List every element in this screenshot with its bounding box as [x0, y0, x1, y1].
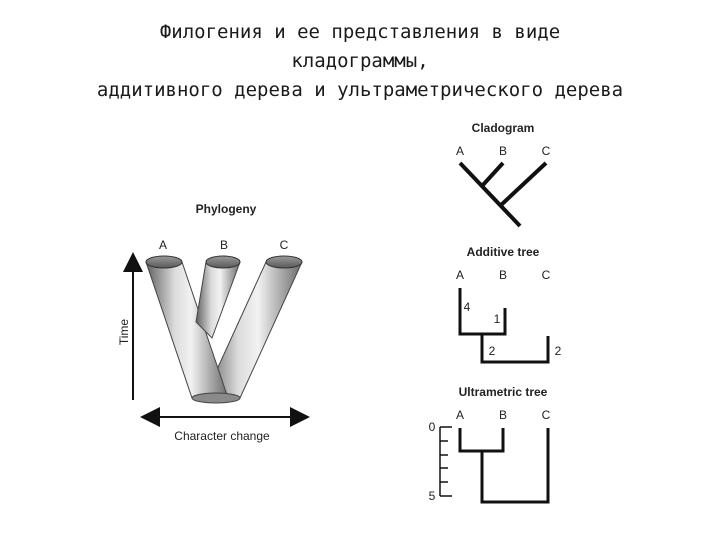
- ultrametric-heading: Ultrametric tree: [459, 385, 548, 399]
- additive-length-a: 4: [464, 300, 471, 314]
- cladogram-panel: Cladogram A B C: [456, 121, 551, 228]
- ultrametric-taxon-a: A: [456, 408, 464, 422]
- ultrametric-tree: [458, 428, 550, 504]
- cladogram-heading: Cladogram: [472, 121, 535, 135]
- ultrametric-tree-panel: Ultrametric tree A B C 0 5: [429, 385, 551, 504]
- phylogeny-panel: Phylogeny A B C Time Character change: [117, 202, 310, 443]
- time-axis-label: Time: [117, 319, 131, 346]
- phylogeny-taxon-a: A: [159, 238, 167, 252]
- phylogeny-heading: Phylogeny: [196, 202, 257, 216]
- phylogeny-taxon-b: B: [220, 238, 228, 252]
- additive-taxon-c: C: [542, 268, 551, 282]
- additive-taxon-a: A: [456, 268, 464, 282]
- ultrametric-taxon-b: B: [499, 408, 507, 422]
- phylogeny-tubes: [145, 255, 303, 404]
- additive-heading: Additive tree: [467, 245, 540, 259]
- tube-top-c: [265, 255, 303, 269]
- title-line-3: аддитивного дерева и ультраметрического …: [96, 79, 624, 101]
- ultrametric-scale-bottom: 5: [429, 489, 436, 503]
- tube-base: [191, 392, 241, 404]
- cladogram-taxon-c: C: [542, 144, 551, 158]
- additive-tree: [458, 288, 550, 364]
- cladogram-taxon-a: A: [456, 144, 464, 158]
- phylogeny-taxon-c: C: [280, 238, 289, 252]
- tube-top-a: [145, 255, 183, 269]
- additive-taxon-b: B: [499, 268, 507, 282]
- tube-top-b: [205, 255, 241, 269]
- slide-title: Филогения и ее представления в виде клад…: [0, 18, 720, 105]
- additive-length-b: 1: [494, 312, 501, 326]
- title-line-2: кладограммы,: [291, 50, 429, 72]
- character-axis-label: Character change: [174, 429, 270, 443]
- title-line-1: Филогения и ее представления в виде: [159, 21, 561, 43]
- cladogram-tree: [458, 161, 548, 228]
- cladogram-taxon-b: B: [499, 144, 507, 158]
- tube-branch-b: [195, 261, 241, 339]
- ultrametric-scale: [439, 426, 452, 497]
- additive-length-c: 2: [555, 344, 562, 358]
- ultrametric-scale-top: 0: [429, 420, 436, 434]
- additive-length-inner: 2: [489, 344, 496, 358]
- additive-tree-panel: Additive tree A B C 4 1 2 2: [456, 245, 562, 364]
- ultrametric-taxon-c: C: [542, 408, 551, 422]
